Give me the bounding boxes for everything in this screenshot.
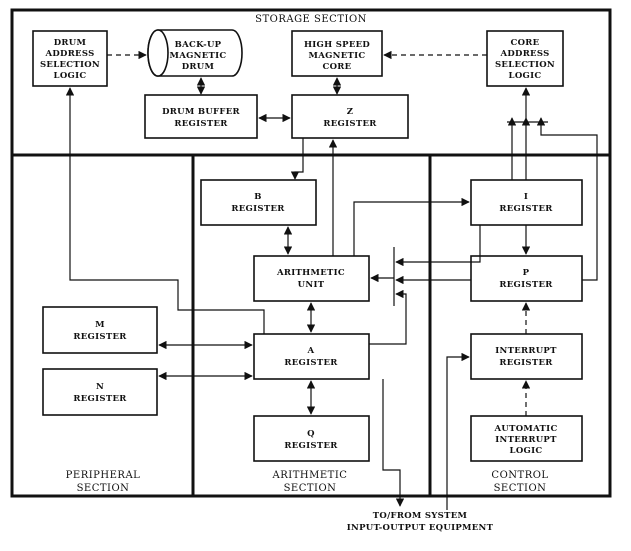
a-to-drum-address-arrow: [65, 87, 265, 334]
high-speed-magnetic-core-block: HIGH SPEED MAGNETIC CORE: [291, 30, 383, 77]
control-section-title-2: SECTION: [494, 483, 547, 494]
auto-interrupt-label-1: AUTOMATIC: [493, 424, 557, 434]
p-register-label-1: P: [523, 268, 530, 278]
section-frames: [10, 8, 612, 498]
drum-address-selection-logic-block: DRUM ADDRESS SELECTION LOGIC: [32, 30, 108, 87]
storage-section-title: STORAGE SECTION: [255, 14, 367, 25]
control-section-title-1: CONTROL: [491, 470, 548, 481]
a-register-label-1: A: [307, 346, 315, 356]
backup-magnetic-drum-block: BACK-UP MAGNETIC DRUM: [147, 29, 243, 77]
drum-address-label-4: LOGIC: [54, 71, 87, 81]
arithmetic-unit-block: ARITHMETIC UNIT: [253, 255, 370, 302]
io-to-interrupt-arrow: [446, 352, 470, 510]
p-register-label-2: REGISTER: [499, 280, 553, 290]
connections: [65, 50, 598, 510]
core-label-3: CORE: [323, 62, 352, 72]
a-to-au-feedback: [369, 289, 407, 345]
z-to-b-arrow: [290, 138, 304, 180]
interrupt-register-label-2: REGISTER: [499, 358, 553, 368]
backup-drum-label-2: MAGNETIC: [170, 51, 227, 61]
p-to-core-address-arrow: [536, 117, 598, 281]
au-to-i-arrow: [353, 197, 470, 256]
outer-frame: [10, 8, 612, 498]
core-address-selection-logic-block: CORE ADDRESS SELECTION LOGIC: [486, 30, 564, 87]
n-register-label-2: REGISTER: [73, 394, 127, 404]
a-register-label-2: REGISTER: [284, 358, 338, 368]
z-register-label-2: REGISTER: [323, 119, 377, 129]
drum-buffer-register-block: DRUM BUFFER REGISTER: [144, 94, 258, 139]
core-label-2: MAGNETIC: [309, 51, 366, 61]
backup-drum-label-3: DRUM: [182, 62, 215, 72]
a-register-block: A REGISTER: [253, 333, 370, 380]
io-label-2: INPUT-OUTPUT EQUIPMENT: [347, 523, 494, 533]
arithmetic-unit-label-2: UNIT: [298, 280, 325, 290]
b-register-label-1: B: [254, 192, 261, 202]
drum-buffer-label-2: REGISTER: [174, 119, 228, 129]
p-register-block: P REGISTER: [470, 255, 583, 302]
b-register-block: B REGISTER: [200, 179, 317, 226]
arithmetic-section-title-2: SECTION: [284, 483, 337, 494]
arithmetic-unit-label-1: ARITHMETIC: [276, 268, 345, 278]
b-register-label-2: REGISTER: [231, 204, 285, 214]
z-register-label-1: Z: [347, 107, 354, 117]
m-register-label-1: M: [95, 320, 105, 330]
i-to-au-arrow: [395, 225, 481, 267]
arithmetic-section-title-1: ARITHMETIC: [272, 470, 348, 481]
m-register-label-2: REGISTER: [73, 332, 127, 342]
peripheral-section-title-1: PERIPHERAL: [66, 470, 141, 481]
drum-address-label-1: DRUM: [54, 38, 87, 48]
core-address-label-2: ADDRESS: [499, 49, 549, 59]
i-register-label-2: REGISTER: [499, 204, 553, 214]
interrupt-register-label-1: INTERRUPT: [495, 346, 557, 356]
q-register-label-2: REGISTER: [284, 441, 338, 451]
automatic-interrupt-logic-block: AUTOMATIC INTERRUPT LOGIC: [470, 415, 583, 462]
q-register-block: Q REGISTER: [253, 415, 370, 462]
auto-interrupt-label-2: INTERRUPT: [495, 435, 557, 445]
core-address-label-4: LOGIC: [509, 71, 542, 81]
drum-address-label-3: SELECTION: [40, 60, 100, 70]
drum-address-label-2: ADDRESS: [44, 49, 94, 59]
a-to-io-arrow: [382, 379, 405, 507]
auto-interrupt-label-3: LOGIC: [510, 446, 543, 456]
z-register-block: Z REGISTER: [291, 94, 409, 139]
core-label-1: HIGH SPEED: [304, 40, 370, 50]
n-register-block: N REGISTER: [42, 368, 158, 416]
n-register-label-1: N: [96, 382, 104, 392]
core-address-label-3: SELECTION: [495, 60, 555, 70]
i-register-label-1: I: [524, 192, 528, 202]
peripheral-section-title-2: SECTION: [77, 483, 130, 494]
interrupt-register-block: INTERRUPT REGISTER: [470, 333, 583, 380]
m-register-block: M REGISTER: [42, 306, 158, 354]
io-label-1: TO/FROM SYSTEM: [373, 511, 468, 521]
i-register-block: I REGISTER: [470, 179, 583, 226]
drum-buffer-label-1: DRUM BUFFER: [162, 107, 240, 117]
q-register-label-1: Q: [307, 429, 315, 439]
core-address-label-1: CORE: [511, 38, 540, 48]
backup-drum-label-1: BACK-UP: [175, 40, 222, 50]
